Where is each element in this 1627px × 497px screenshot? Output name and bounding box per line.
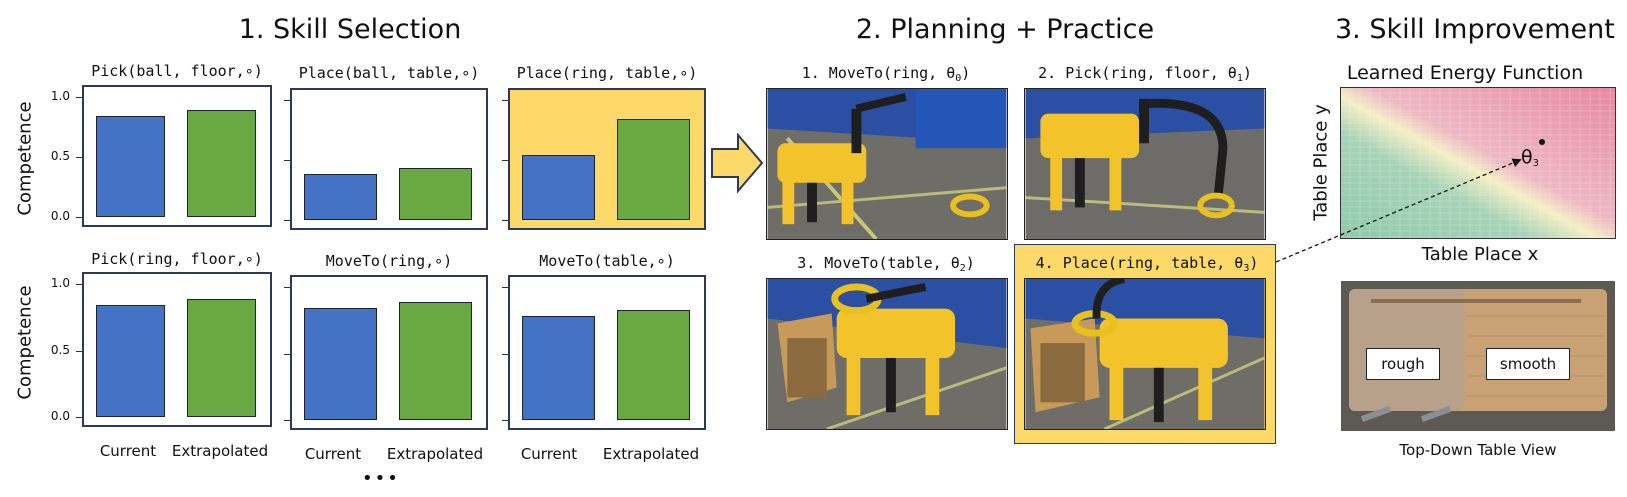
ytick-label: 0.0 — [50, 209, 70, 223]
ytick-mark — [502, 353, 508, 355]
ytick-mark — [502, 160, 508, 161]
chart-title-4: Pick(ring, floor,∘) — [91, 250, 263, 268]
bar-extrapolated-4 — [187, 298, 256, 417]
energy-title: Learned Energy Function — [1346, 62, 1584, 84]
bar-current-4 — [96, 305, 165, 417]
photo-step-4 — [1024, 278, 1266, 430]
section-title-skill-selection: 1. Skill Selection — [238, 14, 462, 45]
label-rough: rough — [1366, 348, 1440, 380]
chart-panel-1 — [82, 85, 272, 227]
bar-current-5 — [304, 308, 377, 420]
energy-xlabel: Table Place x — [1421, 244, 1539, 265]
chart-title-5: MoveTo(ring,∘) — [325, 252, 453, 270]
ytick-mark — [284, 420, 290, 421]
table-view-caption: Top-Down Table View — [1399, 441, 1557, 459]
ytick-mark — [76, 217, 82, 218]
ytick-mark — [502, 220, 508, 221]
bar-extrapolated-5 — [399, 301, 472, 420]
ytick-label: 0.5 — [50, 342, 70, 357]
photo-step-3 — [766, 278, 1008, 430]
step-label-3: 3. MoveTo(table, θ2) — [797, 254, 975, 274]
chart-panel-4 — [82, 272, 272, 427]
bar-current-6 — [522, 316, 595, 420]
section-title-improvement: 3. Skill Improvement — [1335, 14, 1615, 45]
chart-panel-5 — [290, 275, 488, 430]
step-label-2: 2. Pick(ring, floor, θ1) — [1038, 64, 1252, 84]
xcat-extrapolated-1: Extrapolated — [171, 442, 269, 460]
theta-3-label: θ3 — [1521, 146, 1539, 169]
chart-panel-3 — [508, 88, 706, 230]
bar-current-1 — [96, 116, 165, 217]
bar-current-3 — [522, 155, 595, 220]
bar-extrapolated-1 — [187, 110, 256, 217]
ytick-label: 1.0 — [50, 89, 70, 103]
section-title-planning: 2. Planning + Practice — [855, 14, 1155, 45]
ellipsis: ••• — [362, 468, 400, 489]
chart-title-2: Place(ball, table,∘) — [298, 64, 480, 82]
ytick-mark — [76, 157, 82, 158]
chart-title-3: Place(ring, table,∘) — [516, 64, 698, 82]
ytick-mark — [76, 97, 82, 98]
photo-step-1 — [766, 88, 1008, 240]
xcat-current-2: Current — [304, 445, 362, 463]
step-label-4: 4. Place(ring, table, θ3) — [1035, 254, 1259, 274]
chart-title-6: MoveTo(table,∘) — [539, 252, 675, 270]
ytick-mark — [76, 417, 82, 418]
ytick-mark — [284, 353, 290, 355]
ytick-mark — [76, 284, 82, 285]
ytick-mark — [76, 350, 82, 352]
bar-current-2 — [304, 174, 377, 220]
chart-title-1: Pick(ball, floor,∘) — [91, 62, 263, 80]
label-smooth: smooth — [1486, 348, 1570, 380]
chart-panel-2 — [290, 88, 488, 230]
ytick-mark — [502, 287, 508, 288]
ytick-mark — [502, 420, 508, 421]
bar-extrapolated-2 — [399, 168, 472, 220]
ytick-label: 1.0 — [50, 276, 70, 290]
photo-step-2 — [1024, 88, 1266, 240]
xcat-current-3: Current — [520, 445, 578, 463]
xcat-extrapolated-3: Extrapolated — [602, 445, 700, 463]
energy-heatmap — [1340, 87, 1616, 239]
xcat-extrapolated-2: Extrapolated — [386, 445, 484, 463]
xcat-current-1: Current — [99, 442, 157, 460]
chart-panel-6 — [508, 275, 706, 430]
step-label-1: 1. MoveTo(ring, θ0) — [801, 64, 971, 84]
bar-extrapolated-3 — [617, 119, 690, 220]
ytick-label: 0.0 — [50, 409, 70, 423]
ytick-mark — [284, 160, 290, 161]
ytick-mark — [284, 220, 290, 221]
right-arrow-icon — [711, 133, 764, 193]
bar-extrapolated-6 — [617, 309, 690, 420]
ytick-mark — [502, 100, 508, 101]
ytick-mark — [284, 287, 290, 288]
ytick-mark — [284, 100, 290, 101]
ytick-label: 0.5 — [50, 149, 70, 163]
